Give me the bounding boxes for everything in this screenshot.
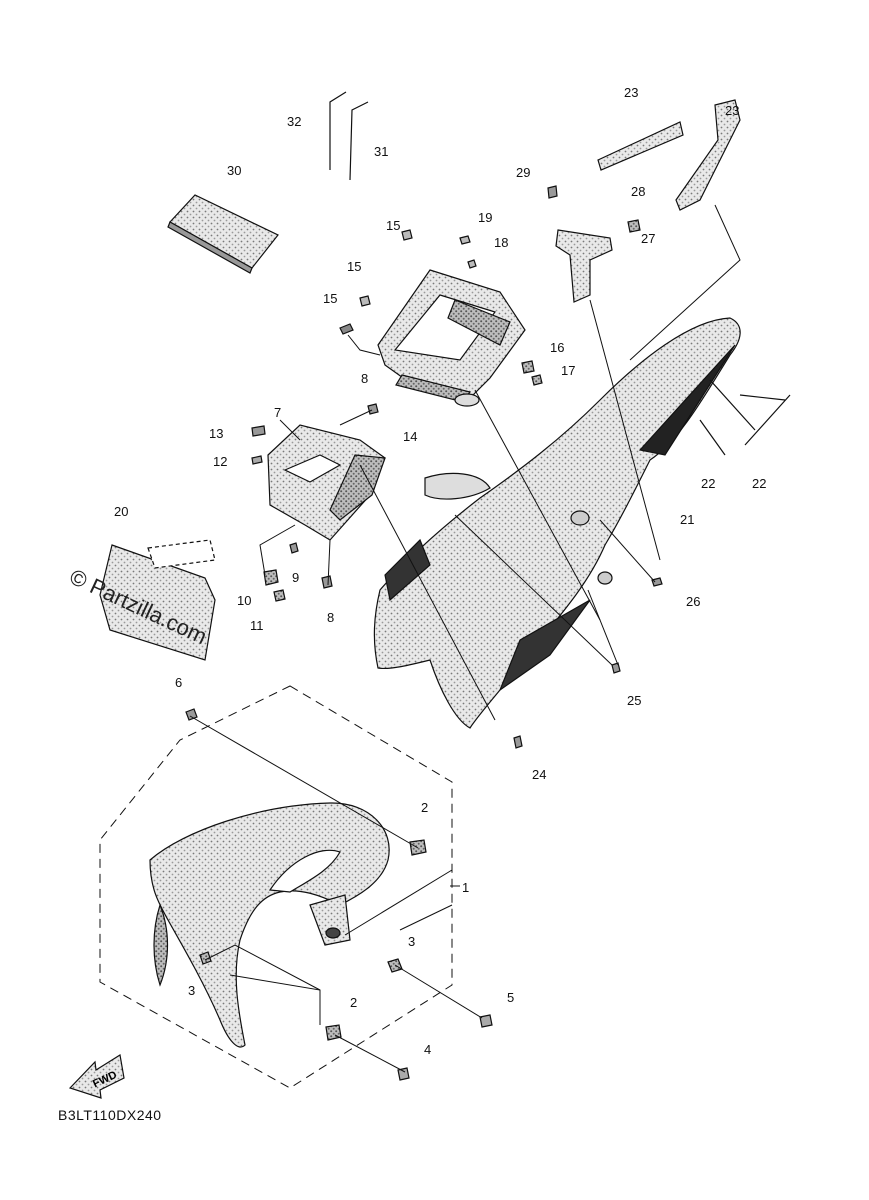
- callout-31: 31: [374, 144, 388, 159]
- callout-29: 29: [516, 165, 530, 180]
- callout-30: 30: [227, 163, 241, 178]
- callout-6: 6: [175, 675, 182, 690]
- callout-labels: 1 2 2 3 3 4 5 6 7 8 8 9 10 11 12 13 14 1…: [114, 85, 766, 1057]
- callout-32: 32: [287, 114, 301, 129]
- callout-15-a: 15: [386, 218, 400, 233]
- callout-22-left: 22: [701, 476, 715, 491]
- nut-28: [627, 219, 641, 233]
- callout-15-c: 15: [323, 291, 337, 306]
- callout-10: 10: [237, 593, 251, 608]
- callout-19: 19: [478, 210, 492, 225]
- screw-13: [251, 425, 266, 437]
- clip-15-c: [339, 323, 354, 335]
- fender-group-boundary: [99, 685, 453, 1089]
- callout-4: 4: [424, 1042, 431, 1057]
- callout-20: 20: [114, 504, 128, 519]
- callout-3-left: 3: [188, 983, 195, 998]
- bracket-7-part[interactable]: [267, 424, 386, 541]
- fwd-arrow-icon: FWD: [68, 1054, 125, 1099]
- callout-28: 28: [631, 184, 645, 199]
- strips-23-part[interactable]: [597, 99, 741, 211]
- bolt-8-bottom: [321, 575, 333, 589]
- bracket-27-part[interactable]: [555, 229, 613, 303]
- clip-15-a: [401, 229, 413, 241]
- callout-2-upper: 2: [421, 800, 428, 815]
- callout-5: 5: [507, 990, 514, 1005]
- callout-8-top: 8: [361, 371, 368, 386]
- callout-8-bottom: 8: [327, 610, 334, 625]
- callout-26: 26: [686, 594, 700, 609]
- bolt-24: [513, 735, 523, 749]
- washer-12: [251, 455, 263, 465]
- callout-16: 16: [550, 340, 564, 355]
- diagram-code: B3LT110DX240: [58, 1107, 162, 1123]
- clip-26: [651, 577, 663, 587]
- callout-24: 24: [532, 767, 546, 782]
- rods-31-32-part[interactable]: [329, 91, 369, 181]
- bolt-8-top: [367, 403, 379, 415]
- callout-7: 7: [274, 405, 281, 420]
- bolt-6: [185, 708, 198, 721]
- leader-lines: [189, 204, 741, 1073]
- clip-25: [611, 662, 621, 674]
- clip-15-b: [359, 295, 371, 307]
- clip-19: [459, 235, 471, 245]
- plate-20-part[interactable]: [99, 539, 216, 661]
- screw-29: [547, 185, 558, 199]
- grommet-10: [263, 569, 279, 586]
- callout-1: 1: [462, 880, 469, 895]
- clip-18: [467, 259, 477, 269]
- bolt-5: [479, 1014, 493, 1028]
- pad-30-part[interactable]: [167, 194, 279, 274]
- callout-27: 27: [641, 231, 655, 246]
- callout-22-right: 22: [752, 476, 766, 491]
- callout-2-lower: 2: [350, 995, 357, 1010]
- callout-21: 21: [680, 512, 694, 527]
- callout-3-right: 3: [408, 934, 415, 949]
- washer-3-left: [199, 951, 212, 965]
- nut-11: [273, 589, 286, 602]
- callout-18: 18: [494, 235, 508, 250]
- callout-14: 14: [403, 429, 417, 444]
- clip-9: [289, 542, 299, 554]
- callout-13: 13: [209, 426, 223, 441]
- bolt-4: [397, 1067, 410, 1081]
- callout-12: 12: [213, 454, 227, 469]
- callout-17: 17: [561, 363, 575, 378]
- callout-9: 9: [292, 570, 299, 585]
- callout-11: 11: [250, 618, 264, 633]
- lines-22-part[interactable]: [699, 379, 791, 456]
- nut-2-lower: [325, 1024, 342, 1041]
- grommet-16: [521, 360, 535, 374]
- callout-23-left: 23: [624, 85, 638, 100]
- callout-25: 25: [627, 693, 641, 708]
- front-fender-part[interactable]: [149, 802, 390, 1048]
- battery-box-14-part[interactable]: [377, 269, 526, 407]
- callout-15-b: 15: [347, 259, 361, 274]
- nut-17: [531, 374, 543, 386]
- callout-23-right: 23: [725, 103, 739, 118]
